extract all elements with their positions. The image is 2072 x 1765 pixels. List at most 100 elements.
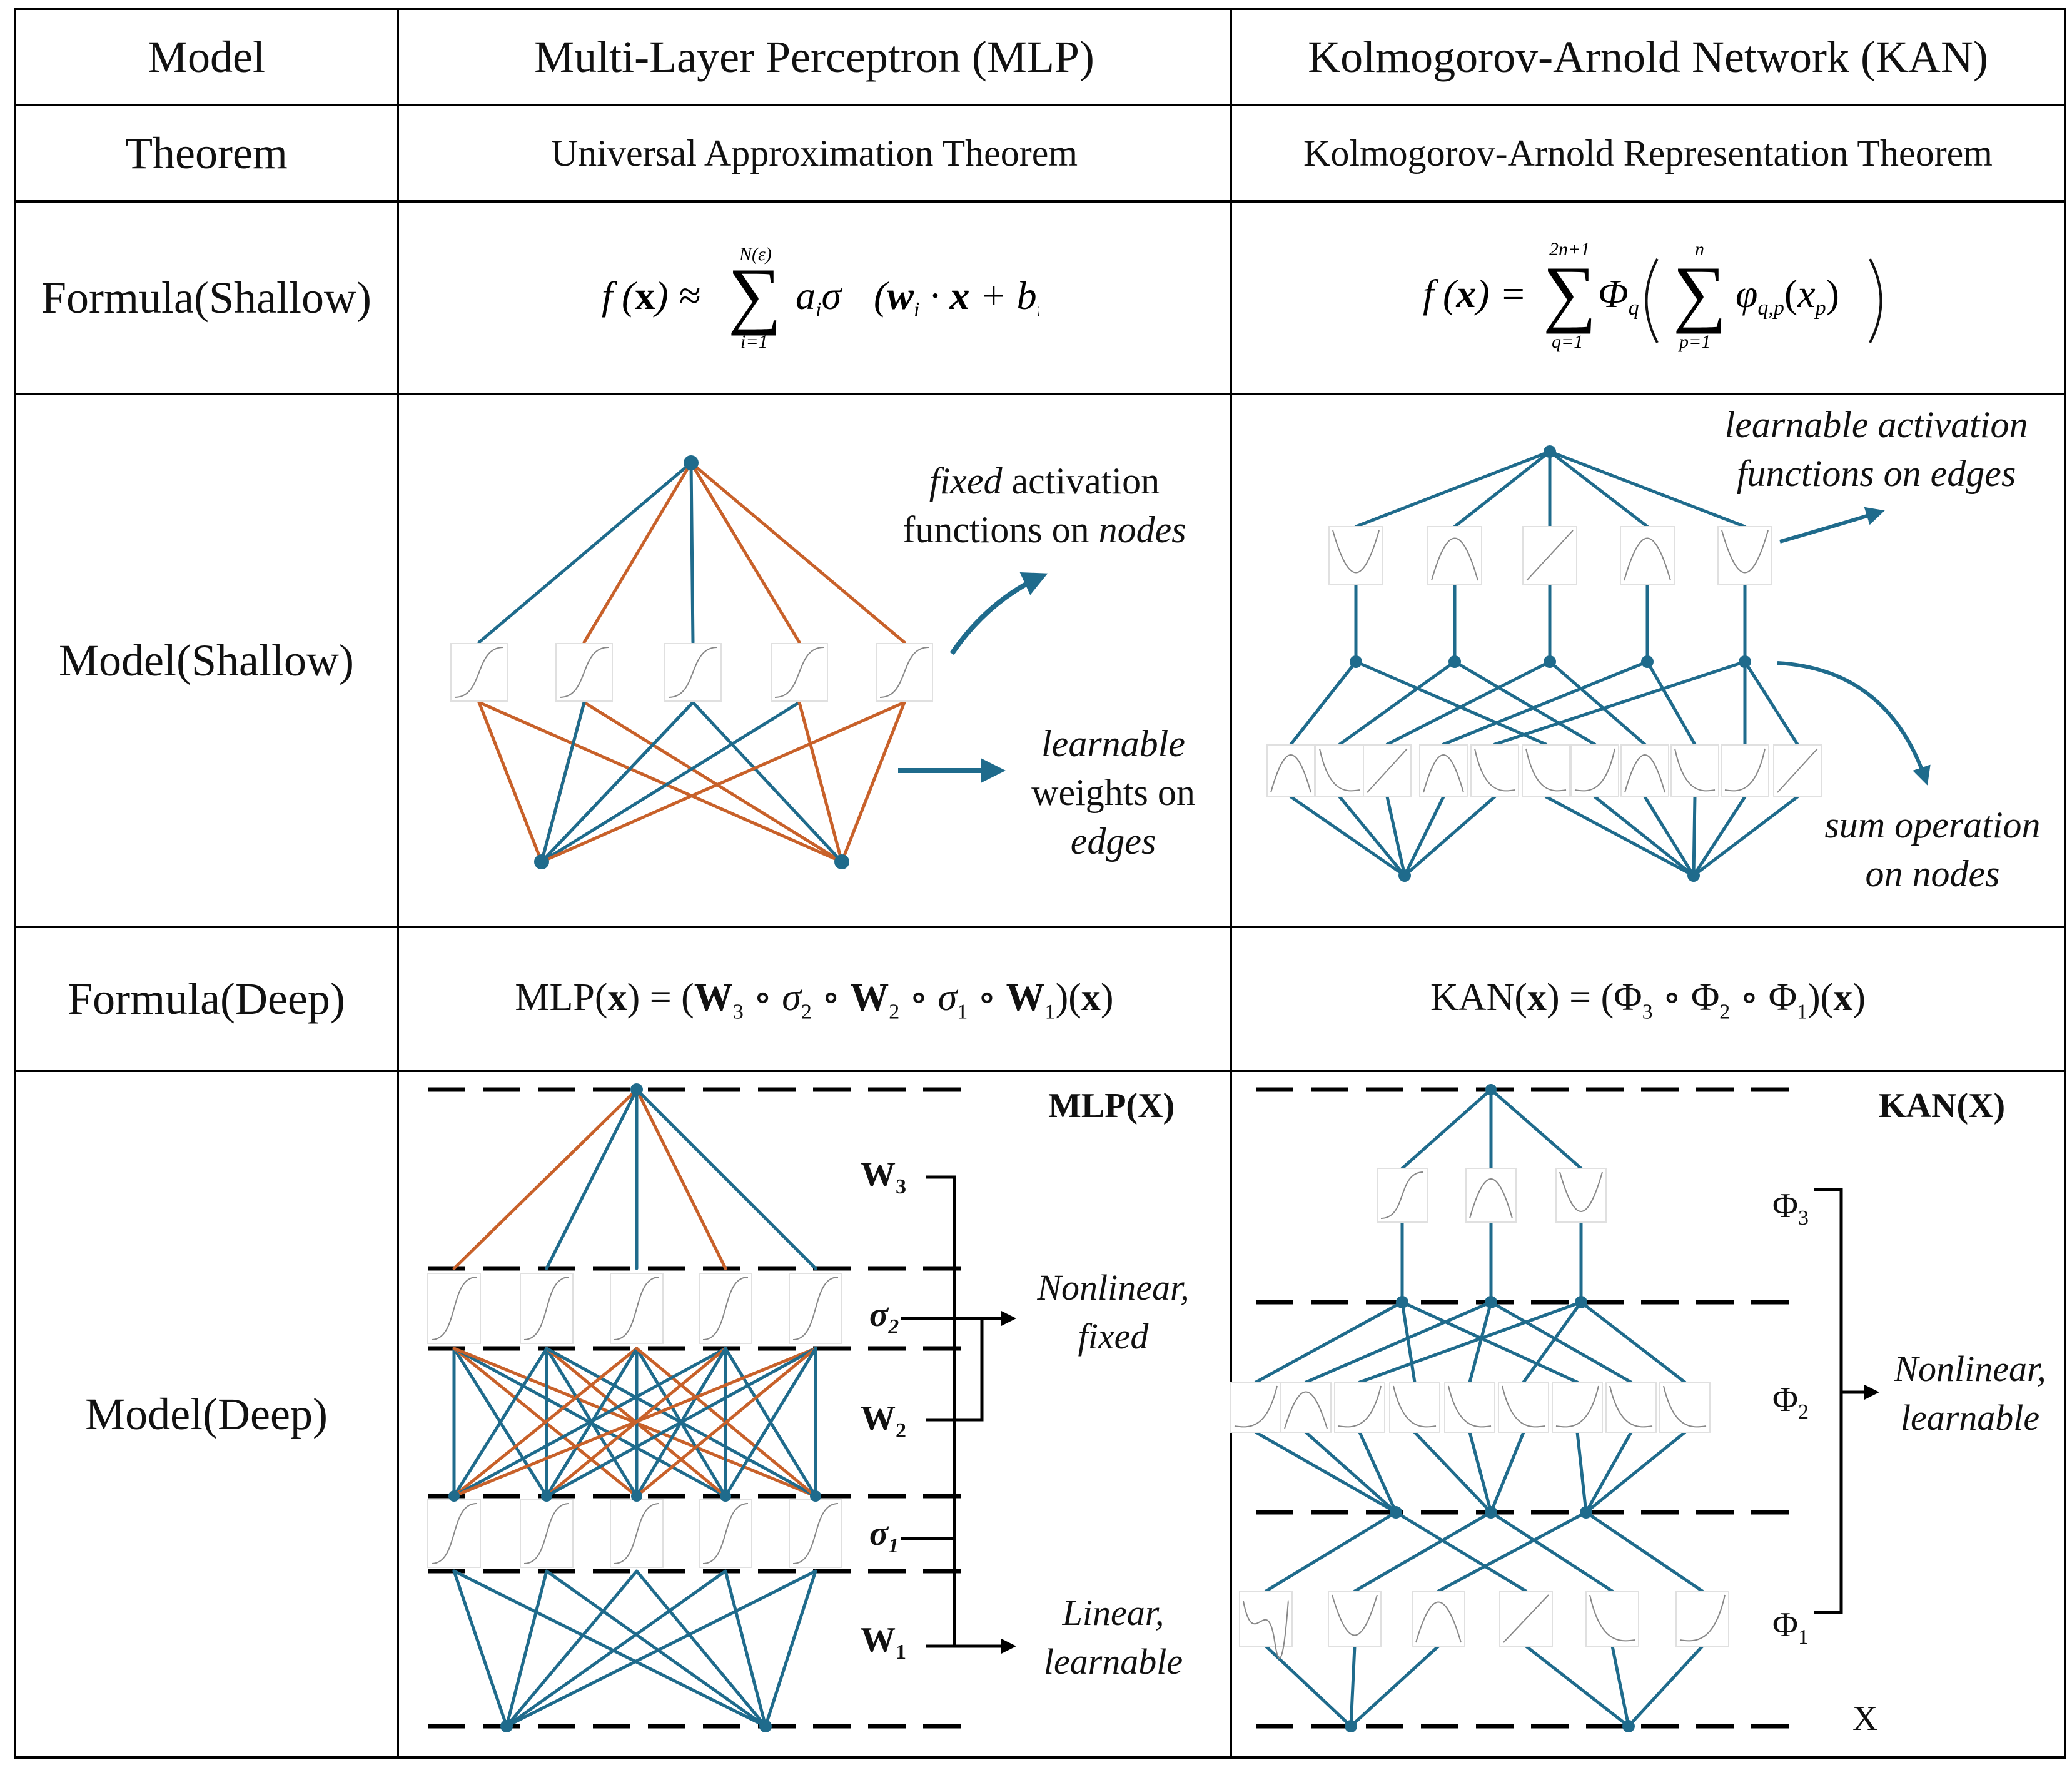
edge bbox=[1304, 1300, 1493, 1384]
activation-box bbox=[1334, 1382, 1385, 1433]
svg-text:φq,p(xp): φq,p(xp) bbox=[1736, 271, 1839, 320]
edge bbox=[724, 1347, 817, 1498]
edge bbox=[1349, 1644, 1357, 1728]
activation-curve bbox=[1270, 754, 1311, 793]
edge bbox=[1400, 1300, 1417, 1384]
edge bbox=[1385, 795, 1407, 877]
svg-text:∑: ∑ bbox=[1543, 251, 1597, 334]
note-mlp-fixed: fixed activation functions on nodes bbox=[902, 460, 1186, 550]
activation-curve bbox=[614, 1503, 660, 1564]
node bbox=[1575, 1296, 1587, 1308]
row-formula-deep: Formula(Deep) bbox=[68, 973, 345, 1024]
activation-curve bbox=[668, 647, 718, 698]
row-formula-shallow: Formula(Shallow) bbox=[41, 272, 371, 323]
mlp-deep-diagram bbox=[427, 1083, 963, 1732]
edge bbox=[1353, 1510, 1493, 1593]
node bbox=[541, 1490, 552, 1502]
edge bbox=[1579, 1300, 1687, 1384]
activation-curve bbox=[523, 1277, 570, 1340]
activation-curve bbox=[1525, 748, 1567, 792]
edge bbox=[1692, 795, 1697, 877]
edge bbox=[452, 1569, 508, 1728]
activation-curve bbox=[1555, 1385, 1599, 1428]
theorem-mlp: Universal Approximation Theorem bbox=[550, 132, 1078, 174]
arrow-fixed bbox=[949, 572, 1048, 655]
svg-text:(wi · x + bi): (wi · x + bi) bbox=[874, 273, 1039, 321]
edge bbox=[1489, 1430, 1525, 1514]
row-model-deep: Model(Deep) bbox=[85, 1388, 328, 1439]
edge bbox=[1548, 660, 1647, 746]
edge bbox=[452, 1347, 548, 1498]
activation-box bbox=[1444, 1382, 1495, 1433]
edge bbox=[1593, 795, 1696, 877]
node bbox=[1398, 869, 1411, 882]
edge bbox=[1575, 1430, 1588, 1514]
annotation-arrows bbox=[898, 507, 1931, 1654]
edge bbox=[1354, 660, 1548, 746]
node bbox=[630, 1083, 643, 1096]
svg-text:(x) =: (x) = bbox=[1443, 271, 1527, 316]
activation-curve bbox=[1724, 748, 1766, 792]
activation-curve bbox=[1367, 748, 1408, 793]
edge bbox=[477, 700, 844, 864]
edge bbox=[1338, 795, 1407, 877]
activation-box bbox=[1498, 1382, 1549, 1433]
label-sigma2: σ2 bbox=[869, 1295, 899, 1339]
mlp-shallow-diagram bbox=[450, 455, 933, 869]
activation-curve bbox=[1393, 1385, 1437, 1428]
activation-box bbox=[1620, 526, 1675, 585]
edge bbox=[540, 700, 586, 864]
node bbox=[448, 1490, 460, 1502]
edge bbox=[452, 1569, 767, 1728]
activation-box bbox=[1620, 744, 1669, 797]
activation-box bbox=[1659, 1382, 1711, 1433]
node bbox=[1544, 445, 1556, 458]
svg-text:n: n bbox=[1695, 239, 1704, 260]
edge bbox=[452, 1347, 727, 1498]
node bbox=[1739, 655, 1751, 668]
activation-box bbox=[1465, 1168, 1517, 1223]
edge bbox=[635, 1088, 727, 1270]
node bbox=[1485, 1084, 1497, 1095]
node bbox=[1448, 655, 1461, 668]
activation-curve bbox=[702, 1503, 749, 1564]
activation-curve bbox=[702, 1277, 749, 1340]
bracket-kan bbox=[1814, 1188, 1843, 1614]
activation-curve bbox=[1338, 1385, 1382, 1428]
formula-kan-deep: KAN(x) = (Φ3 ∘ Φ2 ∘ Φ1)(x) bbox=[1430, 976, 1866, 1024]
activation-curve bbox=[523, 1503, 570, 1564]
activation-curve bbox=[1448, 1385, 1492, 1428]
edge bbox=[1254, 1430, 1398, 1514]
activation-curve bbox=[1674, 748, 1716, 792]
formula-mlp-shallow: f (x) ≈ N(ε) ∑ i=1 aiσ (wi · x + bi) bbox=[398, 201, 1231, 394]
activation-curve bbox=[1332, 530, 1380, 574]
edge bbox=[1468, 1300, 1493, 1384]
edge bbox=[1442, 660, 1649, 746]
edge bbox=[477, 700, 543, 864]
edge bbox=[724, 1569, 767, 1728]
bracket-mlp bbox=[926, 1175, 956, 1648]
node bbox=[1687, 869, 1700, 882]
note-mlp-nonlinear: Nonlinear,fixed bbox=[1037, 1267, 1190, 1357]
edge bbox=[1413, 1430, 1493, 1514]
node bbox=[1580, 1506, 1592, 1519]
activation-curve bbox=[1624, 754, 1665, 793]
svg-text:aiσ: aiσ bbox=[796, 273, 842, 321]
edge bbox=[540, 700, 906, 864]
activation-curve bbox=[792, 1277, 839, 1340]
label-phi3: Φ3 bbox=[1772, 1186, 1809, 1230]
edge bbox=[1524, 1644, 1630, 1728]
activation-box bbox=[1328, 1591, 1382, 1647]
label-sigma1: σ1 bbox=[869, 1514, 899, 1558]
edge bbox=[1400, 1088, 1493, 1170]
edge bbox=[1264, 1644, 1353, 1728]
activation-curve bbox=[1415, 1601, 1462, 1643]
svg-text:q=1: q=1 bbox=[1552, 331, 1583, 352]
edge bbox=[1264, 1510, 1398, 1593]
activation-curve bbox=[1663, 1385, 1707, 1428]
edge bbox=[545, 1569, 767, 1728]
edge bbox=[635, 1347, 817, 1498]
activation-curve bbox=[1319, 748, 1360, 792]
activation-box bbox=[1670, 744, 1719, 797]
